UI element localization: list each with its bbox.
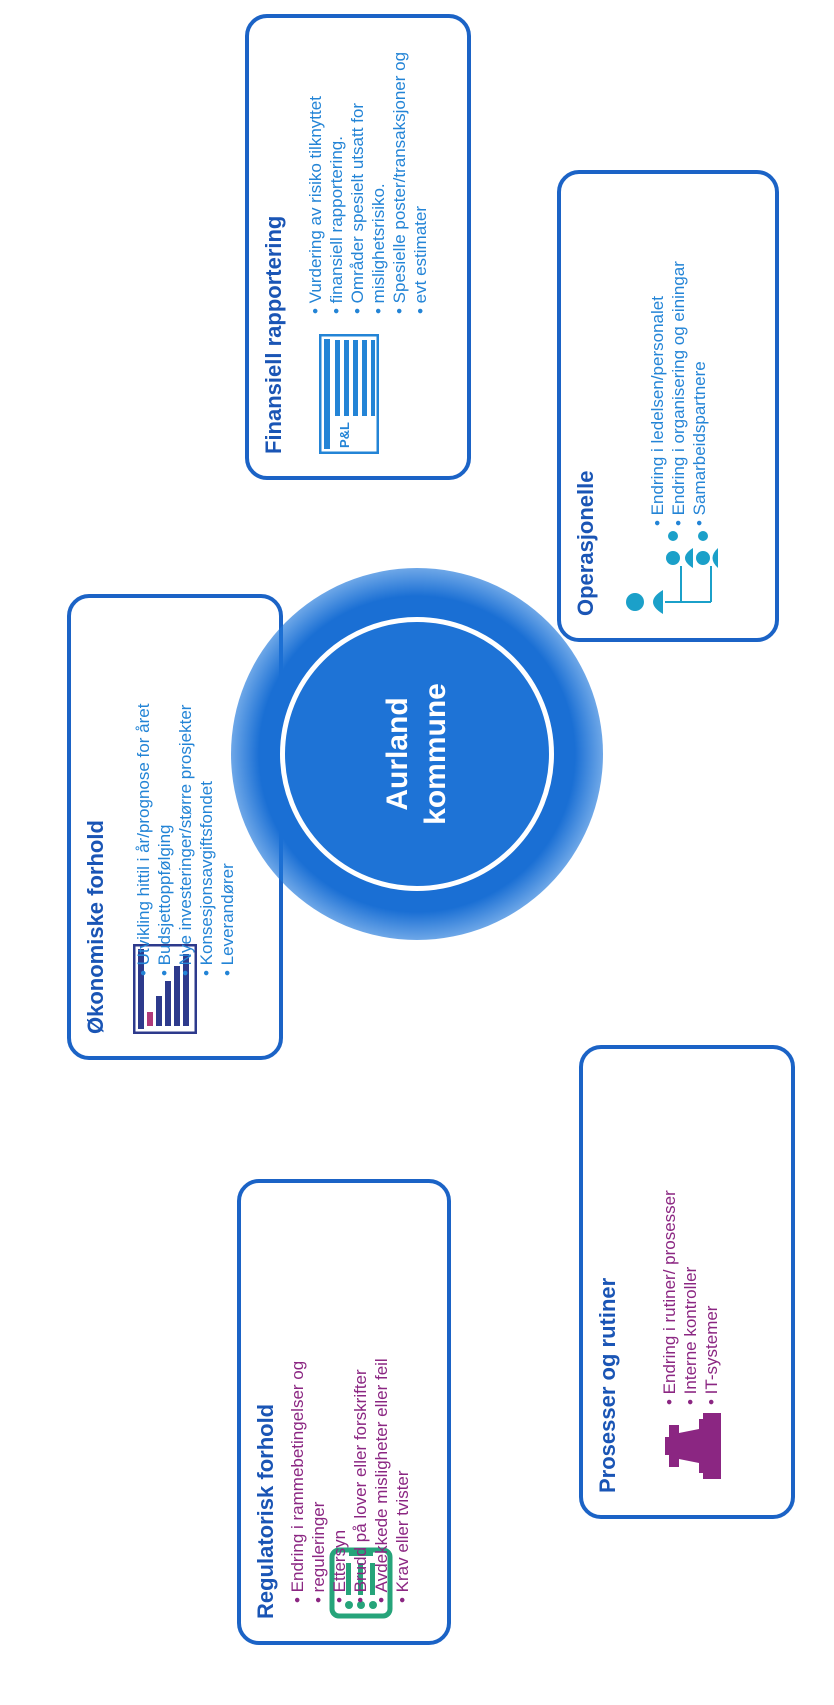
item-list: Endring i rammebetingelser og regulering… bbox=[287, 1358, 413, 1603]
list-item: Ettersyn bbox=[329, 1358, 350, 1603]
list-item: Vurdering av risiko tilknyttet bbox=[305, 52, 326, 314]
list-item: Endring i ledelsen/personalet bbox=[647, 261, 668, 526]
list-item: mislighetsrisiko. bbox=[368, 52, 389, 314]
item-list: Utvikling hittil i år/prognose for året … bbox=[133, 704, 238, 976]
card-regulatorisk: Regulatorisk forhold Endring i rammebeti… bbox=[237, 1179, 451, 1645]
list-item: Endring i organisering og einingar bbox=[668, 261, 689, 526]
chess-piece-icon bbox=[665, 1411, 725, 1481]
card-title: Operasjonelle bbox=[573, 470, 598, 616]
list-item: Områder spesielt utsatt for bbox=[347, 52, 368, 314]
list-item: Endring i rutiner/ prosesser bbox=[659, 1190, 680, 1405]
card-okonomiske: Økonomiske forhold Utvikling hittil i år… bbox=[67, 594, 283, 1060]
card-title: Prosesser og rutiner bbox=[595, 1277, 620, 1493]
list-item: Samarbeidspartnere bbox=[689, 261, 710, 526]
list-item: Endring i rammebetingelser og bbox=[287, 1358, 308, 1603]
card-prosesser: Prosesser og rutiner Endring i rutiner/ … bbox=[579, 1045, 795, 1519]
item-list: Vurdering av risiko tilknyttet finansiel… bbox=[305, 52, 431, 314]
list-item: Interne kontroller bbox=[680, 1190, 701, 1405]
card-finansiell: Finansiell rapportering P&L Vurdering av… bbox=[245, 14, 471, 480]
org-chart-icon bbox=[623, 526, 718, 616]
list-item: Nye investeringer/større prosjekter bbox=[175, 704, 196, 976]
center-label-line1: Aurland bbox=[381, 697, 414, 811]
center-label-line2: kommune bbox=[419, 683, 452, 825]
list-item: Spesielle poster/transaksjoner og bbox=[389, 52, 410, 314]
item-list: Endring i ledelsen/personalet Endring i … bbox=[647, 261, 710, 526]
pl-report-icon: P&L bbox=[318, 333, 380, 455]
center-circle bbox=[280, 617, 554, 891]
card-title: Økonomiske forhold bbox=[83, 820, 108, 1034]
list-item: Krav eller tvister bbox=[392, 1358, 413, 1603]
list-item: Konsesjonsavgiftsfondet bbox=[196, 704, 217, 976]
list-item: Budsjettoppfølging bbox=[154, 704, 175, 976]
svg-text:P&L: P&L bbox=[337, 422, 352, 448]
center-label: Aurland kommune bbox=[280, 617, 554, 891]
card-operasjonelle: Operasjonelle Endring i ledelsen/persona… bbox=[557, 170, 779, 642]
card-title: Finansiell rapportering bbox=[261, 215, 286, 454]
list-item: evt estimater bbox=[410, 52, 431, 314]
list-item: IT-systemer bbox=[701, 1190, 722, 1405]
list-item: Brudd på lover eller forskrifter bbox=[350, 1358, 371, 1603]
list-item: reguleringer bbox=[308, 1358, 329, 1603]
list-item: finansiell rapportering. bbox=[326, 52, 347, 314]
list-item: Avdekkede misligheter eller feil bbox=[371, 1358, 392, 1603]
list-item: Utvikling hittil i år/prognose for året bbox=[133, 704, 154, 976]
item-list: Endring i rutiner/ prosesser Interne kon… bbox=[659, 1190, 722, 1405]
card-title: Regulatorisk forhold bbox=[253, 1403, 278, 1619]
